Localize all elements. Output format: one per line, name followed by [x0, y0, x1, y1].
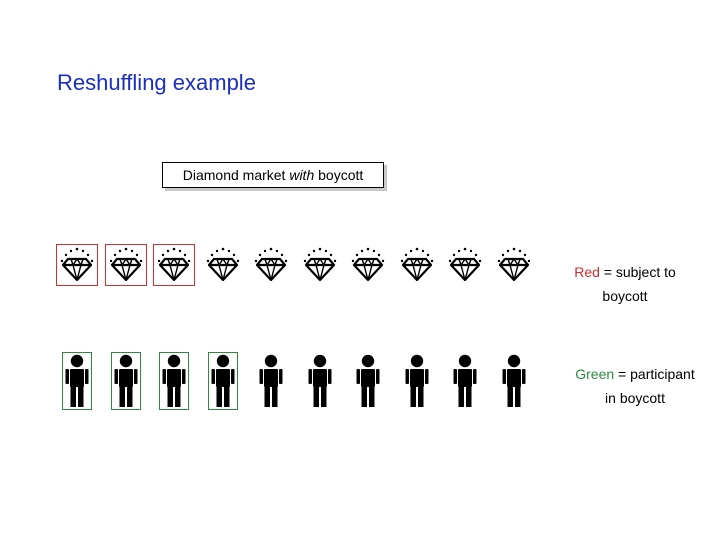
diamond-cell: [153, 244, 195, 286]
box-label-after: boycott: [314, 167, 364, 183]
diamond-cell: [104, 244, 147, 286]
person-icon: [405, 354, 428, 407]
person-cell: [353, 352, 383, 410]
person-icon: [114, 354, 137, 407]
diamond-cell: [299, 244, 341, 286]
diamond-icon: [400, 247, 433, 282]
diamond-icon: [303, 247, 336, 282]
diamond-market-label: Diamond market with boycott: [162, 162, 384, 188]
person-cell: [207, 352, 238, 410]
diamond-cell: [202, 244, 244, 286]
person-cell: [499, 352, 529, 410]
person-cell: [450, 352, 480, 410]
person-cell: [256, 352, 286, 410]
diamond-cell: [444, 244, 486, 286]
green-legend-line2: in boycott: [605, 390, 665, 406]
person-icon: [259, 354, 283, 407]
diamond-icon: [60, 247, 94, 282]
person-icon: [356, 354, 380, 407]
red-legend: Red = subject to boycott: [560, 260, 690, 308]
red-legend-keyword: Red: [574, 264, 600, 280]
box-label-emphasis: with: [289, 167, 315, 183]
green-legend-line1: Green = participant: [560, 362, 710, 386]
person-icon: [453, 354, 477, 407]
person-cell: [62, 352, 92, 410]
slide-title: Reshuffling example: [57, 70, 256, 95]
person-cell: [110, 352, 141, 410]
diamond-icon: [206, 247, 239, 282]
green-legend-rest: = participant: [614, 366, 695, 382]
person-icon: [308, 354, 331, 407]
person-cell: [159, 352, 189, 410]
diamond-cell: [347, 244, 389, 286]
box-label-before: Diamond market: [182, 167, 290, 183]
diamond-icon: [351, 247, 385, 282]
diamond-icon: [497, 247, 530, 282]
diamond-icon: [109, 247, 142, 282]
diamond-icon: [157, 247, 191, 282]
green-legend-keyword: Green: [575, 366, 615, 382]
diamond-cell: [493, 244, 535, 286]
person-icon: [162, 354, 186, 407]
person-cell: [305, 352, 335, 410]
diamond-cell: [396, 244, 438, 286]
person-cell: [402, 352, 432, 410]
red-legend-line1: Red = subject to: [560, 260, 690, 284]
diamond-cell: [250, 244, 292, 286]
diamond-icon: [448, 247, 482, 282]
person-icon: [65, 354, 89, 407]
red-legend-rest: = subject to: [599, 264, 676, 280]
green-legend: Green = participant in boycott: [560, 362, 710, 410]
person-icon: [502, 354, 525, 407]
diamond-icon: [254, 247, 288, 282]
person-icon: [211, 354, 234, 407]
red-legend-line2: boycott: [602, 288, 648, 304]
diamond-cell: [56, 244, 98, 286]
